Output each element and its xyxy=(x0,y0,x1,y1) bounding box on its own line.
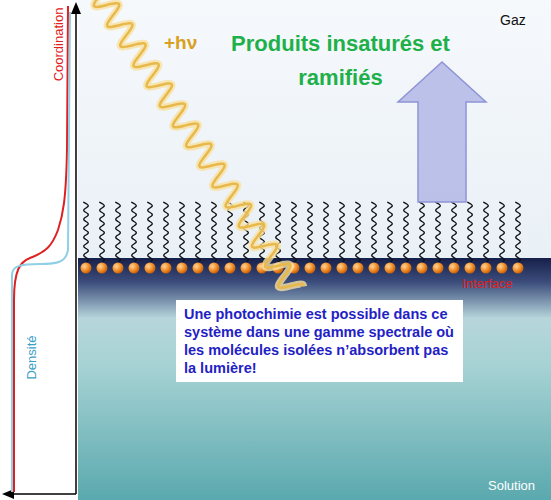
alkyl-tail xyxy=(147,202,152,262)
alkyl-tail xyxy=(99,202,104,262)
interface-label: Interface xyxy=(462,276,542,291)
polar-head xyxy=(321,263,332,274)
polar-head xyxy=(113,263,124,274)
alkyl-tail xyxy=(403,202,408,262)
polar-head xyxy=(209,263,220,274)
alkyl-tail xyxy=(371,202,376,262)
alkyl-tail xyxy=(467,202,472,262)
alkyl-tail xyxy=(419,202,424,262)
polar-head xyxy=(497,263,508,274)
alkyl-tail xyxy=(83,202,88,262)
axis-arrowhead xyxy=(71,2,81,14)
polar-head xyxy=(465,263,476,274)
alkyl-tail xyxy=(387,202,392,262)
polar-head xyxy=(129,263,140,274)
alkyl-tail xyxy=(211,202,216,262)
polar-head xyxy=(513,263,524,274)
gas-phase xyxy=(78,0,551,258)
phase-label: Solution xyxy=(488,478,550,493)
polar-head xyxy=(193,263,204,274)
alkyl-tail xyxy=(323,202,328,262)
polar-head xyxy=(241,263,252,274)
polar-head xyxy=(369,263,380,274)
polar-head xyxy=(305,263,316,274)
alkyl-tail xyxy=(515,202,520,262)
alkyl-tail xyxy=(339,202,344,262)
alkyl-tail xyxy=(115,202,120,262)
alkyl-tail xyxy=(131,202,136,262)
product-arrow xyxy=(398,62,486,202)
alkyl-tail xyxy=(179,202,184,262)
solution-phase xyxy=(78,258,551,500)
alkyl-tail xyxy=(355,202,360,262)
axis-label: Densité xyxy=(24,313,39,403)
note-text: Une photochimie est possible dans ce sys… xyxy=(184,305,455,377)
alkyl-tail xyxy=(435,202,440,262)
profile-axis xyxy=(10,493,76,495)
polar-head xyxy=(449,263,460,274)
axis-label: Coordination xyxy=(51,0,66,95)
polar-head xyxy=(481,263,492,274)
polar-head xyxy=(161,263,172,274)
products-label: Produits insaturés et ramifiés xyxy=(228,27,453,95)
polar-head xyxy=(177,263,188,274)
alkyl-tail xyxy=(291,202,296,262)
density-curve xyxy=(12,12,70,492)
alkyl-tail xyxy=(195,202,200,262)
polar-head xyxy=(401,263,412,274)
alkyl-tail xyxy=(483,202,488,262)
polar-head xyxy=(97,263,108,274)
profile-axis xyxy=(75,10,77,494)
polar-head xyxy=(353,263,364,274)
note-box: Une photochimie est possible dans ce sys… xyxy=(176,300,463,382)
alkyl-tail xyxy=(499,202,504,262)
polar-head xyxy=(433,263,444,274)
polar-head xyxy=(145,263,156,274)
alkyl-tail xyxy=(163,202,168,262)
polar-head xyxy=(385,263,396,274)
polar-head xyxy=(337,263,348,274)
photon-label: +hν xyxy=(164,32,224,54)
alkyl-tail xyxy=(451,202,456,262)
polar-head xyxy=(81,263,92,274)
polar-head xyxy=(225,263,236,274)
phase-label: Gaz xyxy=(500,12,550,28)
surfactant-tails xyxy=(83,202,520,262)
alkyl-tail xyxy=(307,202,312,262)
surfactant-heads xyxy=(81,263,524,274)
polar-head xyxy=(417,263,428,274)
